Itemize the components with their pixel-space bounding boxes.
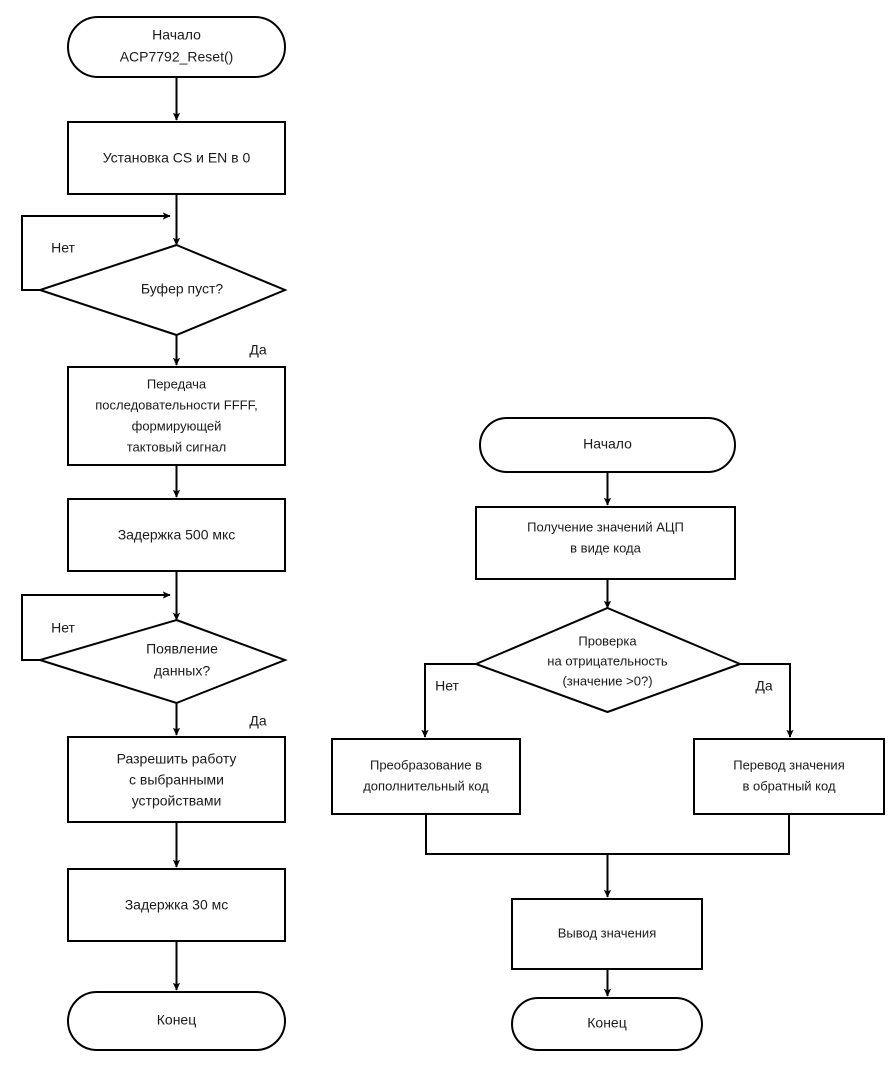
left-decision-data-no-label: Нет: [51, 620, 75, 636]
right-decision-negative-label-line3: (значение >0?): [562, 673, 652, 688]
left-flowchart: Начало ACP7792_Reset() Установка CS и EN…: [21, 16, 288, 1051]
right-merge-bus: [425, 814, 790, 855]
left-process-set-cs-en-label: Установка CS и EN в 0: [103, 150, 251, 166]
right-process-twos-complement-shape: [331, 738, 521, 815]
left-end-label: Конец: [157, 1012, 196, 1028]
right-process-get-adc-label-line2: в виде кода: [570, 540, 641, 555]
left-decision-data-shape: [36, 618, 288, 705]
left-process-send-ffff: Передача последовательности FFFF, формир…: [67, 366, 286, 466]
right-decision-negative-shape: [473, 606, 743, 714]
left-decision-buffer-label: Буфер пуст?: [141, 281, 224, 297]
right-process-ones-complement-label-line1: Перевод значения: [733, 757, 845, 772]
left-start-label-line1: Начало: [152, 27, 201, 43]
right-branch-yes-connector: [740, 663, 794, 738]
right-process-ones-complement-label-line2: в обратный код: [742, 778, 835, 793]
right-start-label: Начало: [583, 436, 632, 452]
right-process-ones-complement-shape: [693, 738, 885, 815]
right-process-output-label: Вывод значения: [558, 925, 656, 940]
left-process-delay-30: Задержка 30 мс: [67, 868, 286, 942]
right-end-terminator: Конец: [511, 997, 703, 1051]
left-process-delay-30-label: Задержка 30 мс: [125, 897, 229, 913]
right-decision-negative-label-line2: на отрицательность: [547, 653, 668, 668]
left-decision-buffer: Буфер пуст?: [36, 243, 288, 337]
left-start-label-line2: ACP7792_Reset(): [120, 49, 234, 65]
right-decision-negative: Проверка на отрицательность (значение >0…: [473, 606, 743, 714]
right-process-ones-complement: Перевод значения в обратный код: [693, 738, 885, 815]
left-process-delay-500-label: Задержка 500 мкс: [118, 527, 236, 543]
left-process-send-ffff-label-line2: последовательности FFFF,: [95, 397, 257, 412]
left-process-delay-30-shape: [67, 868, 286, 942]
left-process-set-cs-en: Установка CS и EN в 0: [67, 121, 286, 195]
right-branch-no-connector: [421, 663, 476, 738]
left-start-terminator: Начало ACP7792_Reset(): [67, 16, 286, 78]
right-process-output: Вывод значения: [511, 898, 703, 970]
left-decision-buffer-no-label: Нет: [51, 240, 75, 256]
left-decision-data-yes-label: Да: [249, 713, 266, 729]
right-process-twos-complement-label-line1: Преобразование в: [370, 757, 482, 772]
left-process-enable-devices-label-line1: Разрешить работу: [117, 751, 237, 767]
left-decision-data-label-line2: данных?: [154, 663, 210, 679]
right-end-label: Конец: [587, 1015, 626, 1031]
left-decision-data: Появление данных?: [36, 618, 288, 705]
left-process-send-ffff-label-line4: тактовый сигнал: [127, 439, 227, 454]
right-process-get-adc-label-line1: Получение значений АЦП: [527, 519, 684, 534]
right-process-get-adc-shape: [475, 506, 736, 580]
left-end-shape: [67, 991, 286, 1051]
right-process-twos-complement: Преобразование в дополнительный код: [331, 738, 521, 815]
left-loop-buffer-no: [21, 212, 171, 291]
right-end-shape: [511, 997, 703, 1051]
left-process-delay-500: Задержка 500 мкс: [67, 498, 286, 572]
left-process-send-ffff-label-line3: формирующей: [132, 418, 222, 433]
right-process-get-adc: Получение значений АЦП в виде кода: [475, 506, 736, 580]
right-process-twos-complement-label-line2: дополнительный код: [363, 778, 489, 793]
left-process-send-ffff-label-line1: Передача: [147, 376, 207, 391]
left-process-enable-devices: Разрешить работу с выбранными устройства…: [67, 736, 286, 823]
left-process-enable-devices-label-line2: с выбранными: [129, 772, 224, 788]
left-process-set-cs-en-shape: [67, 121, 286, 195]
left-end-terminator: Конец: [67, 991, 286, 1051]
right-decision-negative-yes-label: Да: [755, 678, 772, 694]
right-decision-negative-no-label: Нет: [435, 678, 459, 694]
right-start-terminator: Начало: [479, 417, 736, 473]
left-process-enable-devices-label-line3: устройствами: [132, 793, 222, 809]
left-decision-buffer-yes-label: Да: [249, 342, 266, 358]
right-flowchart: Начало Получение значений АЦП в виде код…: [331, 417, 885, 1051]
right-decision-negative-label-line1: Проверка: [578, 633, 637, 648]
left-loop-data-no: [21, 591, 171, 661]
left-decision-data-label-line1: Появление: [146, 641, 218, 657]
